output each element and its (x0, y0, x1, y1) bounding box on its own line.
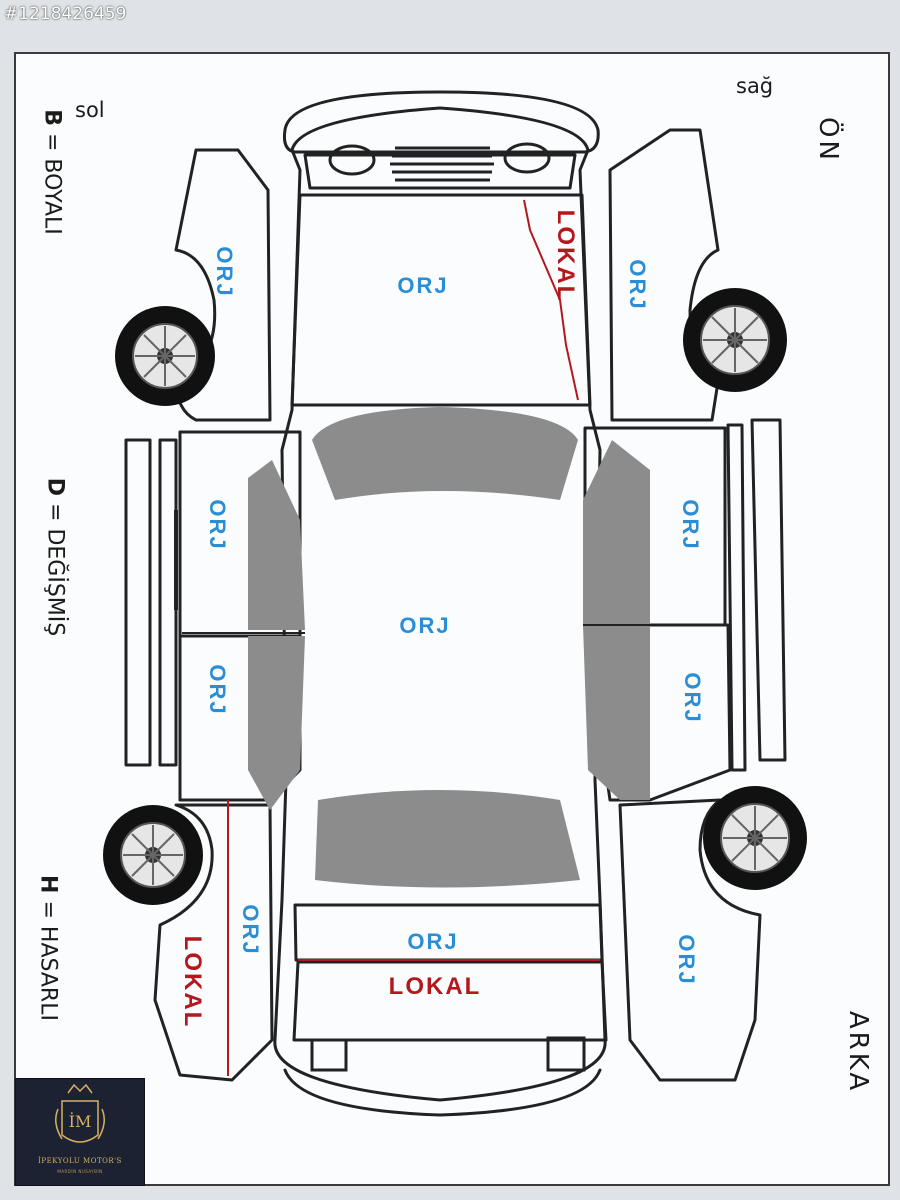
panel-left-front-fender-label: ORJ (212, 246, 237, 298)
left-sill-strip (124, 438, 152, 767)
panel-left-front-door-label: ORJ (205, 499, 230, 551)
right-window-front (583, 440, 650, 625)
listing-id: #1218426459 (4, 4, 127, 24)
legend-hasarli: H = HASARLI (35, 875, 61, 1021)
rear-left-light (310, 1038, 348, 1072)
panel-trunk-label: ORJ (407, 929, 459, 954)
panel-hood-label: ORJ (397, 273, 449, 298)
panel-right-rear-door-label: ORJ (680, 672, 705, 724)
side-right-label: sağ (736, 74, 774, 98)
panel-roof-label: ORJ (399, 613, 451, 638)
left-rear-fender-outline (153, 803, 274, 1082)
right-headlight (503, 142, 551, 174)
left-window-front (248, 460, 305, 630)
right-rear-fender-outline (618, 798, 762, 1082)
rear-right-light (546, 1036, 586, 1072)
panel-left-rear-fender-lower-label: LOKAL (179, 935, 206, 1029)
rear-bumper (292, 960, 608, 1042)
rear-label: ARKA (843, 1010, 873, 1094)
right-sill-strip (750, 418, 787, 762)
side-left-label: sol (75, 98, 105, 122)
hood-outline (290, 193, 592, 407)
panel-left-rear-door-label: ORJ (205, 664, 230, 716)
front-label: ÖN (813, 117, 843, 163)
dealer-location: MARDİN NUSAYBİN (57, 1169, 103, 1174)
panel-right-front-fender-label: ORJ (625, 259, 650, 311)
panel-left-rear-fender-label: ORJ (238, 904, 263, 956)
rear-window (315, 790, 580, 888)
rear-bumper-bottom (283, 1068, 602, 1117)
hood-lokal-mark (523, 199, 579, 401)
trunk-outline (293, 903, 604, 962)
left-lower-strip (158, 438, 178, 767)
dealer-logo: İM İPEKYOLU MOTOR'S MARDİN NUSAYBİN (15, 1078, 145, 1186)
dealer-crest-icon: İM (55, 1083, 105, 1143)
legend-degismis: D = DEĞİŞMİŞ (42, 477, 68, 637)
front-bumper (283, 90, 600, 154)
windshield (312, 407, 578, 500)
right-window-rear (583, 625, 650, 800)
panel-right-rear-fender-label: ORJ (674, 934, 699, 986)
panel-right-front-door-label: ORJ (678, 499, 703, 551)
panel-hood-right-label: LOKAL (552, 209, 579, 303)
dealer-brand: İPEKYOLU MOTOR'S (38, 1157, 122, 1165)
left-headlight (328, 144, 376, 176)
panel-rear-bumper-label: LOKAL (388, 973, 482, 1000)
dealer-initials: İM (69, 1111, 92, 1131)
left-window-rear (248, 636, 305, 810)
legend-boyali: B = BOYALI (39, 109, 65, 235)
right-lower-strip (726, 423, 747, 772)
